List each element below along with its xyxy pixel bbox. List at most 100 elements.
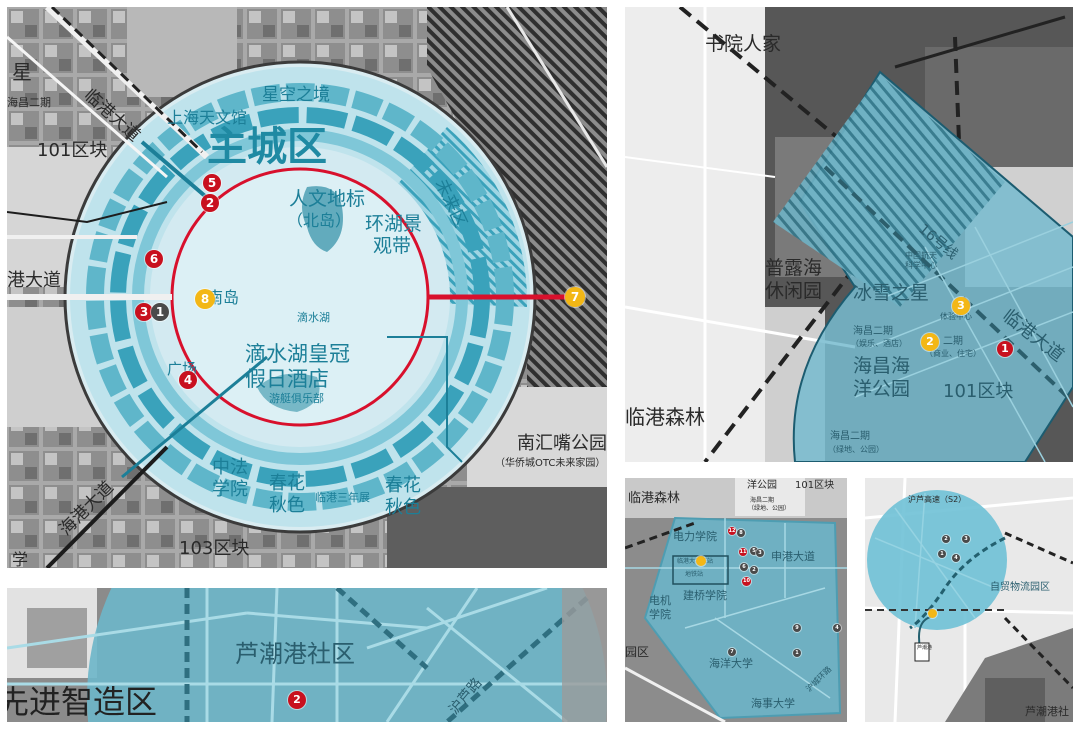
label-hotel: 滴水湖皇冠 bbox=[245, 342, 350, 366]
poi-marker[interactable]: 2 bbox=[942, 535, 950, 543]
label-spring-autumn-b: 春花 bbox=[385, 475, 421, 496]
poi-marker[interactable]: 7 bbox=[565, 287, 585, 307]
poi-marker[interactable]: 4 bbox=[179, 371, 197, 389]
label-dianji-2: 学院 bbox=[649, 608, 671, 621]
label-hc-er: 海昌二期 bbox=[7, 96, 51, 109]
poi-marker[interactable]: 3 bbox=[756, 549, 764, 557]
poi-marker[interactable]: 1 bbox=[793, 649, 801, 657]
label-main-city: 主城区 bbox=[207, 124, 327, 170]
label-pulu-2: 休闲园 bbox=[765, 280, 823, 302]
label-ocean-park: 洋公园 bbox=[747, 480, 777, 491]
label-district: 园区 bbox=[625, 645, 650, 659]
label-haichang-park: 海昌海 bbox=[853, 355, 911, 377]
label-lingang-forest: 临港森林 bbox=[628, 491, 681, 506]
poi-marker[interactable]: 3 bbox=[135, 303, 153, 321]
poi-marker[interactable]: 8 bbox=[737, 529, 745, 537]
label-dishui-lake: 滴水湖 bbox=[297, 311, 330, 324]
label-ice-sub: 体验中心 bbox=[940, 312, 972, 321]
poi-marker[interactable]: 1 bbox=[997, 341, 1013, 357]
poi-marker[interactable]: 4 bbox=[833, 624, 841, 632]
label-landmark: 人文地标 bbox=[289, 188, 366, 210]
lingang-north-base-map bbox=[625, 7, 1073, 462]
label-island-south: 南岛 bbox=[207, 288, 240, 307]
label-hc-er-c: 二期 bbox=[943, 336, 963, 347]
label-block-101: 101区块 bbox=[795, 480, 835, 491]
poi-marker[interactable]: 6 bbox=[145, 250, 163, 268]
label-hc-er-b-sub: （绿地、公园） bbox=[828, 445, 884, 454]
label-pulu: 普露海 bbox=[765, 257, 823, 279]
poi-marker[interactable]: 10 bbox=[742, 577, 751, 586]
label-luchaogang-community: 芦潮港社 bbox=[1025, 705, 1069, 718]
label-hc-er-a-sub: （娱乐、酒店） bbox=[851, 339, 907, 348]
poi-marker[interactable]: 2 bbox=[921, 333, 939, 351]
poi-marker[interactable]: 1 bbox=[938, 550, 946, 558]
label-luchaogang: 芦潮港社区 bbox=[235, 640, 355, 668]
label-xing: 星 bbox=[12, 60, 32, 84]
label-power-institute: 电力学院 bbox=[673, 530, 717, 543]
label-hc-er: 海昌二期 bbox=[750, 497, 775, 504]
label-highway-s2: 沪芦高速（S2） bbox=[908, 495, 967, 504]
label-xue: 学 bbox=[12, 550, 29, 568]
label-luchaogang-station: 芦潮港 bbox=[917, 645, 933, 651]
label-yacht-club: 游艇俱乐部 bbox=[269, 392, 324, 405]
map-panel-luchaogang: 芦潮港社区 先进智造区 沪芦路 2 bbox=[7, 588, 607, 722]
poi-marker[interactable]: 3 bbox=[952, 297, 970, 315]
poi-marker[interactable]: 11 bbox=[739, 548, 747, 556]
label-hc-er-b: 海昌二期 bbox=[830, 431, 870, 442]
metro-station-marker[interactable] bbox=[928, 609, 937, 618]
label-space-center-2: 科学中心 bbox=[905, 261, 937, 270]
poi-marker[interactable]: 12 bbox=[728, 527, 736, 535]
label-zhongfa: 中法 bbox=[212, 457, 248, 478]
label-lake-belt-2: 观带 bbox=[373, 235, 412, 257]
metro-station-marker[interactable] bbox=[696, 556, 706, 566]
label-space-center: 中国航天 bbox=[905, 251, 937, 260]
poi-marker[interactable]: 7 bbox=[728, 648, 736, 656]
poi-marker[interactable]: 2 bbox=[201, 194, 219, 212]
map-panel-main-city: 主城区 星空之境 上海天文馆 101区块 临港大道 港大道 海港大道 103区块… bbox=[7, 7, 607, 568]
label-maritime-university: 海事大学 bbox=[751, 697, 795, 710]
label-jianqiao: 建桥学院 bbox=[683, 589, 727, 602]
poi-marker[interactable]: 5 bbox=[750, 547, 758, 555]
label-shuyuan: 书院人家 bbox=[705, 33, 782, 55]
label-exhibition: 临港三年展 bbox=[315, 491, 370, 504]
label-ice-star: 冰雪之星 bbox=[853, 282, 930, 304]
label-star-mirror: 星空之境 bbox=[262, 85, 330, 105]
label-block-103: 103区块 bbox=[179, 538, 250, 559]
map-panel-lingang-north: 书院人家 普露海 休闲园 冰雪之星 体验中心 中国航天 科学中心 16号线 海昌… bbox=[625, 7, 1073, 462]
label-hc-er-sub: （绿地、公园） bbox=[748, 505, 791, 512]
label-haichang-park-2: 洋公园 bbox=[853, 378, 911, 400]
main-city-base-map bbox=[7, 7, 607, 568]
poi-marker[interactable]: 6 bbox=[740, 563, 748, 571]
label-logistics-park: 自贸物流园区 bbox=[990, 582, 1050, 593]
poi-marker[interactable]: 5 bbox=[203, 174, 221, 192]
label-hc-er-a: 海昌二期 bbox=[853, 326, 893, 337]
label-lingang-forest: 临港森林 bbox=[625, 405, 705, 429]
label-block-101: 101区块 bbox=[37, 140, 108, 161]
label-nanhui-park: 南汇嘴公园 bbox=[517, 433, 607, 454]
label-station-2: 地铁站 bbox=[685, 571, 704, 578]
label-spring-autumn-b2: 秋色 bbox=[385, 497, 421, 518]
label-station: 临港大学城站 bbox=[677, 558, 714, 565]
label-planetarium: 上海天文馆 bbox=[167, 108, 248, 127]
poi-marker[interactable]: 1 bbox=[151, 303, 169, 321]
label-shengang-ave: 申港大道 bbox=[771, 550, 815, 563]
university-town-base-map bbox=[625, 478, 847, 722]
label-lake-belt: 环湖景 bbox=[365, 213, 423, 235]
poi-marker[interactable]: 8 bbox=[195, 289, 215, 309]
logistics-base-map bbox=[865, 478, 1073, 722]
label-nanhui-sub: （华侨城OTC未来家园） bbox=[495, 458, 606, 469]
poi-marker[interactable]: 9 bbox=[793, 624, 801, 632]
poi-marker[interactable]: 2 bbox=[750, 566, 758, 574]
label-advanced-manufacturing: 先进智造区 bbox=[7, 683, 158, 721]
poi-marker[interactable]: 4 bbox=[952, 554, 960, 562]
label-north-island: （北岛） bbox=[287, 211, 352, 230]
poi-marker[interactable]: 3 bbox=[962, 535, 970, 543]
luchaogang-base-map bbox=[7, 588, 607, 722]
label-zhongfa-2: 学院 bbox=[212, 479, 248, 500]
poi-marker[interactable]: 2 bbox=[288, 691, 306, 709]
label-gang-avenue: 港大道 bbox=[7, 270, 61, 291]
label-hotel-2: 假日酒店 bbox=[245, 367, 329, 391]
label-block-101: 101区块 bbox=[943, 381, 1014, 402]
map-panel-logistics: 沪芦高速（S2） 自贸物流园区 芦潮港 芦潮港社 2 3 1 4 bbox=[865, 478, 1073, 722]
label-hc-er-c-sub: （商业、住宅） bbox=[925, 349, 981, 358]
